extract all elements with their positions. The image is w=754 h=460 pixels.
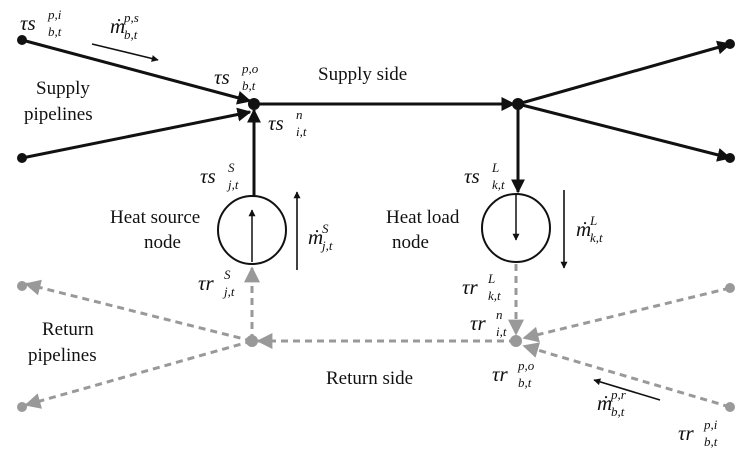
- svg-text:τs: τs: [200, 164, 216, 188]
- svg-text:L: L: [487, 271, 495, 286]
- svg-text:p,o: p,o: [517, 358, 535, 373]
- svg-text:S: S: [224, 267, 231, 282]
- supply-pipe-out-lower: [517, 102, 732, 162]
- svg-text:j,t: j,t: [226, 177, 239, 192]
- svg-text:p,r: p,r: [610, 387, 627, 402]
- supply-network: [21, 38, 732, 196]
- svg-text:j,t: j,t: [222, 284, 235, 299]
- return-pipe-in-upper: [522, 286, 731, 343]
- flow-arrow-return-branch: [593, 378, 661, 401]
- return-endpoint-upper-right: [725, 283, 735, 293]
- heat-load-node: [481, 193, 551, 263]
- symbol-tr-k-L: τr L k,t: [462, 271, 501, 303]
- svg-text:L: L: [491, 160, 499, 175]
- svg-text:τr: τr: [678, 421, 695, 445]
- supply-endpoint-upper-right: [725, 39, 735, 49]
- label-supply-side: Supply side: [318, 64, 407, 85]
- return-endpoint-lower-right: [725, 402, 735, 412]
- svg-text:n: n: [496, 307, 503, 322]
- svg-text:ṁ: ṁ: [597, 391, 612, 415]
- svg-text:b,t: b,t: [124, 27, 138, 42]
- svg-text:j,t: j,t: [320, 238, 333, 253]
- return-pipe-out-upper: [24, 279, 253, 343]
- supply-pipe-out-upper: [517, 40, 732, 106]
- symbol-tr-j-S: τr S j,t: [198, 267, 235, 299]
- symbol-tr-b-pi: τr p,i b,t: [678, 417, 718, 449]
- svg-text:τr: τr: [470, 311, 487, 335]
- flow-arrow-supply-branch: [91, 43, 159, 62]
- svg-text:τr: τr: [462, 275, 479, 299]
- symbol-ts-j-S: τs S j,t: [200, 160, 239, 192]
- label-return-pipelines-1: Return: [42, 319, 94, 340]
- symbol-m-k-L: ṁ L k,t: [576, 213, 603, 245]
- svg-text:τs: τs: [464, 164, 480, 188]
- label-return-pipelines-2: pipelines: [28, 345, 97, 366]
- svg-text:i,t: i,t: [296, 124, 307, 139]
- symbol-m-b-ps: ṁ p,s b,t: [110, 10, 139, 42]
- svg-text:τs: τs: [214, 65, 230, 89]
- supply-endpoint-upper-left: [17, 35, 27, 45]
- symbol-ts-k-L: τs L k,t: [464, 160, 505, 192]
- svg-text:k,t: k,t: [590, 230, 603, 245]
- svg-text:ṁ: ṁ: [308, 225, 323, 249]
- svg-text:b,t: b,t: [48, 24, 62, 39]
- svg-text:ṁ: ṁ: [110, 14, 125, 38]
- return-endpoint-lower-left: [17, 402, 27, 412]
- return-endpoint-upper-left: [17, 281, 27, 291]
- label-heat-load-1: Heat load: [386, 207, 460, 228]
- svg-text:τs: τs: [20, 11, 36, 35]
- supply-node-k: [512, 98, 524, 110]
- symbol-m-b-pr: ṁ p,r b,t: [597, 387, 627, 419]
- label-return-side: Return side: [326, 368, 413, 389]
- return-pipe-out-lower: [24, 339, 253, 409]
- symbol-ts-i-n: τs n i,t: [268, 107, 307, 139]
- svg-text:n: n: [296, 107, 303, 122]
- return-pipe-in-lower: [522, 342, 731, 409]
- heat-source-node: [217, 195, 287, 265]
- supply-pipe-in-upper: [21, 38, 252, 105]
- svg-text:τr: τr: [492, 362, 509, 386]
- supply-endpoints: [17, 35, 735, 163]
- svg-text:b,t: b,t: [611, 404, 625, 419]
- label-heat-source-2: node: [144, 232, 181, 253]
- math-labels: τs p,i b,t ṁ p,s b,t τs p,o b,t τs n i,t…: [20, 7, 718, 449]
- svg-text:k,t: k,t: [492, 177, 505, 192]
- region-labels: Supply pipelines Supply side Heat source…: [24, 64, 460, 389]
- supply-endpoint-lower-right: [725, 153, 735, 163]
- symbol-ts-b-po: τs p,o b,t: [214, 61, 259, 93]
- return-node-i: [510, 335, 522, 347]
- mass-flow-arrows: [91, 43, 661, 401]
- symbol-ts-b-pi: τs p,i b,t: [20, 7, 62, 39]
- svg-text:p,o: p,o: [241, 61, 259, 76]
- supply-pipe-in-lower: [21, 107, 252, 160]
- symbol-tr-i-n: τr n i,t: [470, 307, 507, 339]
- svg-text:p,i: p,i: [703, 417, 718, 432]
- svg-text:p,i: p,i: [47, 7, 62, 22]
- svg-text:L: L: [589, 213, 597, 228]
- symbol-tr-b-po: τr p,o b,t: [492, 358, 535, 390]
- label-heat-source-1: Heat source: [110, 207, 200, 228]
- svg-text:τs: τs: [268, 111, 284, 135]
- svg-text:p,s: p,s: [123, 10, 139, 25]
- svg-text:S: S: [322, 221, 329, 236]
- svg-text:τr: τr: [198, 271, 215, 295]
- svg-text:S: S: [228, 160, 235, 175]
- return-network: [24, 264, 731, 409]
- label-supply-pipelines-1: Supply: [36, 78, 90, 99]
- svg-text:b,t: b,t: [518, 375, 532, 390]
- svg-text:i,t: i,t: [496, 324, 507, 339]
- return-node-source: [246, 335, 258, 347]
- supply-node-i: [248, 98, 260, 110]
- symbol-m-j-S: ṁ S j,t: [308, 221, 333, 253]
- svg-text:b,t: b,t: [242, 78, 256, 93]
- label-heat-load-2: node: [392, 232, 429, 253]
- supply-endpoint-lower-left: [17, 153, 27, 163]
- svg-text:ṁ: ṁ: [576, 217, 591, 241]
- svg-text:k,t: k,t: [488, 288, 501, 303]
- return-endpoints: [17, 281, 735, 412]
- svg-text:b,t: b,t: [704, 434, 718, 449]
- label-supply-pipelines-2: pipelines: [24, 104, 93, 125]
